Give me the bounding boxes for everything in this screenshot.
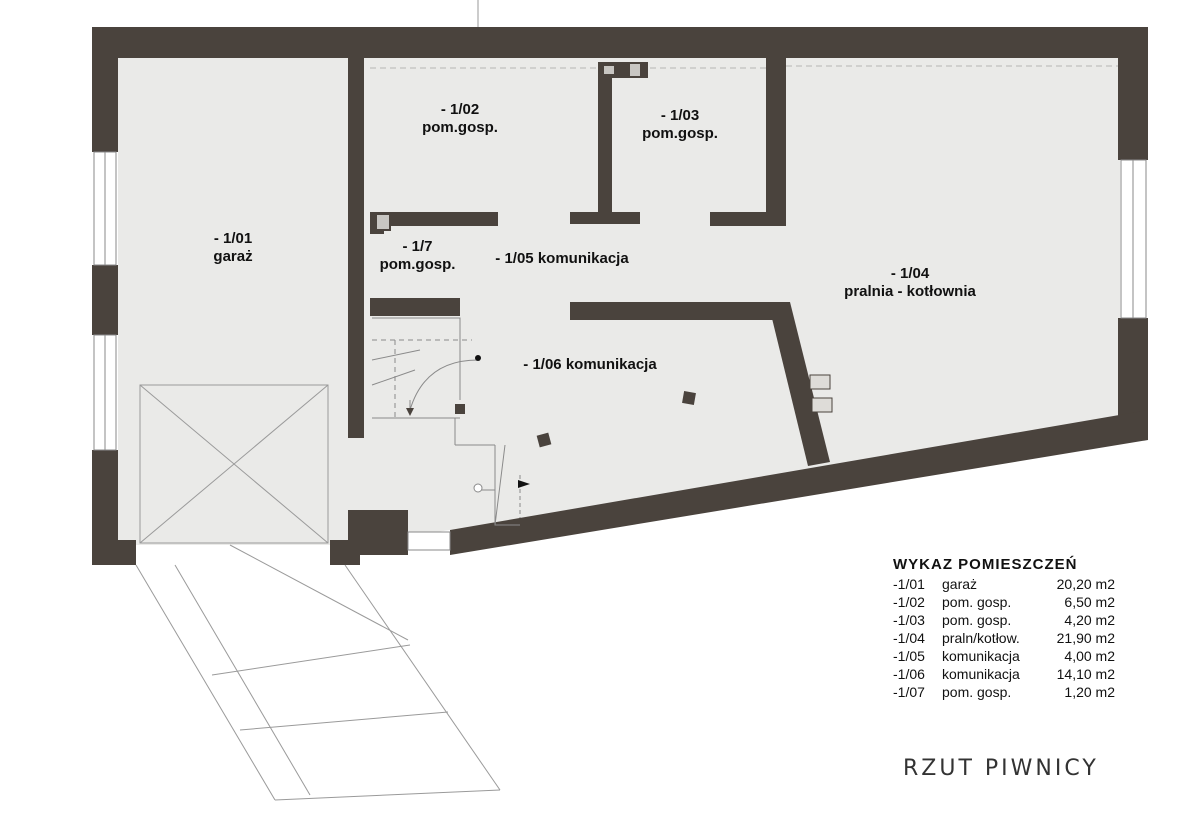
- legend-title: WYKAZ POMIESZCZEŃ: [893, 556, 1078, 573]
- legend-name: pom. gosp.: [942, 612, 1012, 628]
- legend-code: -1/07: [893, 684, 925, 700]
- outer-wall-west-south: [92, 450, 118, 545]
- washer-unit: [811, 397, 833, 413]
- wall-1-04-diagonal: [768, 302, 830, 466]
- room-name: pom.gosp.: [422, 119, 498, 136]
- legend-code: -1/03: [893, 612, 925, 628]
- outer-wall-west-mid: [92, 265, 118, 335]
- ceiling-dashed-lines: [370, 65, 1118, 69]
- legend-row: -1/06 komunikacja 14,10 m2: [893, 665, 1115, 683]
- room-name: pom.gosp.: [379, 256, 456, 273]
- room-code: - 1/7: [402, 238, 433, 255]
- staircase: [371, 317, 530, 526]
- room-label-1-02: - 1/02 pom.gosp.: [395, 101, 525, 137]
- legend-area: 14,10 m2: [1056, 666, 1115, 682]
- outer-wall-south-pier: [330, 540, 360, 565]
- wall-1-03-south-left: [570, 212, 640, 224]
- legend-area: 4,20 m2: [1064, 612, 1115, 628]
- outer-wall-east-south: [1118, 318, 1148, 418]
- legend-row: -1/04 praln/kotłow. 21,90 m2: [893, 629, 1115, 647]
- room-name: pom.gosp.: [642, 125, 718, 142]
- wall-1-02-south: [370, 212, 498, 226]
- basement-floor: [118, 58, 1120, 545]
- legend-name: pom. gosp.: [942, 684, 1012, 700]
- legend-row: -1/05 komunikacja 4,00 m2: [893, 647, 1115, 665]
- room-code: - 1/01: [213, 230, 253, 247]
- room-code: - 1/04: [890, 265, 930, 282]
- room-label-1-06: - 1/06 komunikacja: [500, 356, 680, 374]
- legend-area: 21,90 m2: [1056, 630, 1115, 646]
- room-code: - 1/05 komunikacja: [495, 250, 629, 267]
- legend-rows: -1/01 garaż 20,20 m2 -1/02 pom. gosp. 6,50 m2…: [893, 575, 1115, 701]
- driveway-ramp: [135, 544, 501, 801]
- legend-code: -1/05: [893, 648, 925, 664]
- legend-row: -1/02 pom. gosp. 6,50 m2: [893, 593, 1115, 611]
- legend-name: komunikacja: [942, 666, 1020, 682]
- room-label-1-04: - 1/04 pralnia - kotłownia: [820, 265, 1000, 301]
- boiler-unit: [809, 374, 831, 390]
- outer-walls: [92, 27, 1148, 565]
- legend-area: 4,00 m2: [1064, 648, 1115, 664]
- window-marks: [93, 151, 1147, 551]
- legend-name: komunikacja: [942, 648, 1020, 664]
- room-name: garaż: [213, 248, 253, 265]
- garage-door-opening: [139, 384, 329, 544]
- outer-wall-south-west: [92, 540, 136, 565]
- room-code: - 1/03: [660, 107, 700, 124]
- wall-1-7-south: [370, 298, 460, 316]
- fixtures: [375, 64, 833, 448]
- stair-newel: [455, 404, 465, 414]
- outer-wall-north-west: [92, 27, 1148, 160]
- wall-1-03-east: [766, 58, 786, 223]
- legend-name: garaż: [942, 576, 978, 592]
- room-code: - 1/02: [440, 101, 480, 118]
- interior-walls: [348, 58, 830, 466]
- legend-name: praln/kotłow.: [942, 630, 1020, 646]
- plan-title: RZUT PIWNICY: [903, 756, 1099, 781]
- legend-code: -1/02: [893, 594, 925, 610]
- legend-code: -1/04: [893, 630, 925, 646]
- legend-code: -1/06: [893, 666, 925, 682]
- wall-garage-east: [348, 58, 364, 438]
- room-label-1-05: - 1/05 komunikacja: [472, 250, 652, 268]
- legend-name: pom. gosp.: [942, 594, 1012, 610]
- legend-code: -1/01: [893, 576, 925, 592]
- legend-area: 1,20 m2: [1064, 684, 1115, 700]
- wall-1-03-south-right: [710, 212, 786, 226]
- legend-row: -1/03 pom. gosp. 4,20 m2: [893, 611, 1115, 629]
- legend-area: 20,20 m2: [1056, 576, 1115, 592]
- wall-1-06-north: [570, 302, 790, 320]
- legend-area: 6,50 m2: [1064, 594, 1115, 610]
- wall-1-02-1-03-divider: [598, 62, 612, 222]
- room-name: pralnia - kotłownia: [844, 283, 976, 300]
- legend-row: -1/07 pom. gosp. 1,20 m2: [893, 683, 1115, 701]
- room-label-1-03: - 1/03 pom.gosp.: [620, 107, 740, 143]
- legend-row: -1/01 garaż 20,20 m2: [893, 575, 1115, 593]
- room-code: - 1/06 komunikacja: [523, 356, 657, 373]
- outer-wall-south-diagonal: [450, 410, 1148, 555]
- room-label-1-01: - 1/01 garaż: [178, 230, 288, 266]
- room-label-1-07: - 1/7 pom.gosp.: [365, 238, 470, 274]
- window-south: [407, 531, 451, 551]
